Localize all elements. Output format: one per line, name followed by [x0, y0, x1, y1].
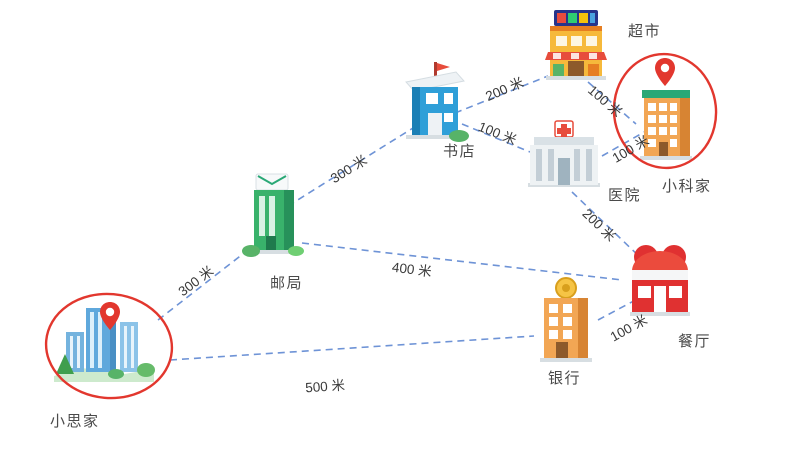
route-line-xiaosi_home-bank	[169, 335, 535, 361]
bank-icon	[534, 277, 598, 368]
place-label-supermarket: 超市	[628, 23, 662, 40]
bookstore-icon	[398, 62, 470, 154]
route-line-post_office-bookstore	[287, 127, 414, 207]
route-line-post_office-restaurant	[301, 242, 623, 281]
route-line-bank-restaurant	[597, 294, 646, 321]
route-line-hospital-restaurant	[571, 191, 644, 261]
place-label-post-office: 邮局	[270, 275, 304, 292]
place-label-xiaoke-home: 小科家	[662, 178, 712, 195]
hospital-icon	[524, 120, 604, 194]
restaurant-icon	[622, 245, 698, 324]
place-label-restaurant: 餐厅	[678, 333, 712, 350]
place-label-bookstore: 书店	[443, 143, 477, 160]
place-bookstore	[398, 62, 470, 150]
place-supermarket	[538, 8, 614, 86]
place-restaurant	[622, 238, 698, 320]
route-line-bookstore-supermarket	[454, 75, 549, 114]
place-label-xiaosi-home: 小思家	[50, 413, 100, 430]
post-office-icon	[240, 173, 306, 270]
route-line-bookstore-hospital	[461, 123, 531, 153]
supermarket-icon	[538, 10, 614, 90]
place-label-bank: 银行	[548, 370, 582, 387]
xiaosi-home-icon	[52, 308, 156, 390]
place-label-hospital: 医院	[608, 187, 642, 204]
location-pin-icon	[97, 300, 123, 332]
location-pin-icon	[652, 56, 678, 88]
place-post-office	[240, 172, 306, 266]
distance-label-xiaosi_home-bank: 500 米	[304, 377, 346, 396]
place-bank	[534, 276, 598, 364]
place-hospital	[524, 120, 604, 190]
